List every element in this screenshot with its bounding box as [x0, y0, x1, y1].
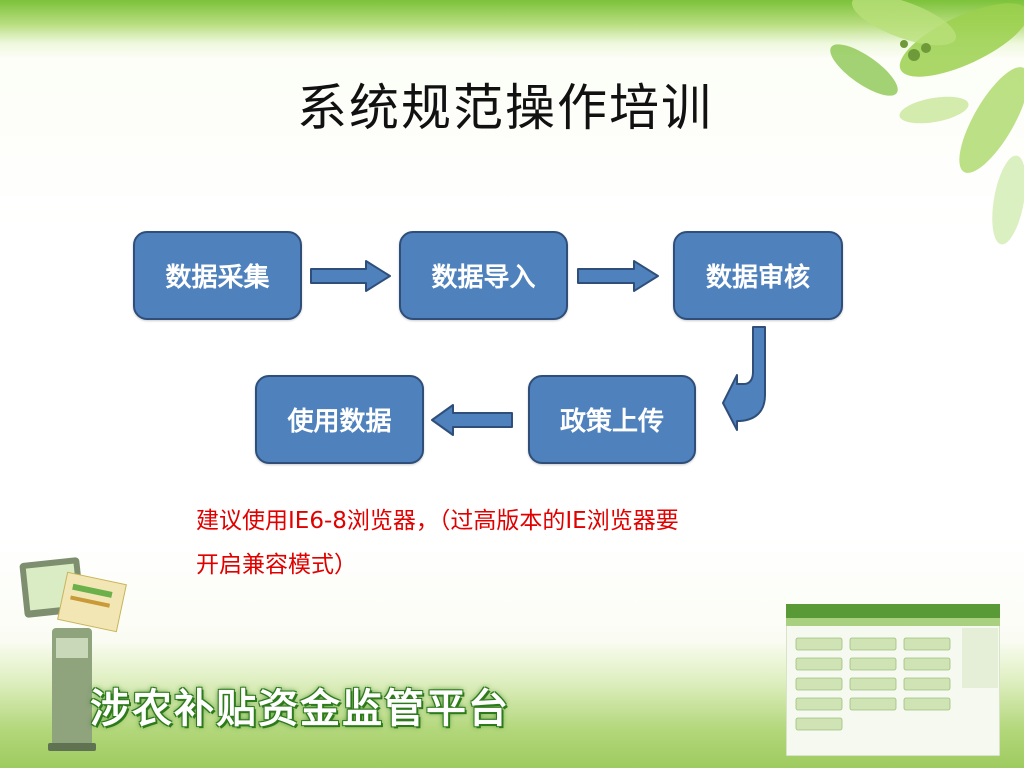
- arrow-import-to-review: [577, 260, 659, 292]
- arrow-collection-to-import: [310, 260, 391, 292]
- platform-name: 涉农补贴资金监管平台: [90, 686, 510, 732]
- arrow-review-to-upload: [722, 326, 766, 431]
- arrow-upload-to-use: [431, 404, 513, 436]
- node-policy-upload: 政策上传: [528, 375, 696, 464]
- node-data-collection: 数据采集: [133, 231, 302, 320]
- kiosk-illustration: [19, 557, 127, 751]
- slide-title: 系统规范操作培训: [297, 79, 713, 137]
- platform-screenshot-thumbnail: [786, 604, 1000, 756]
- browser-note-line2: 开启兼容模式）: [196, 552, 357, 578]
- browser-note: 建议使用IE6-8浏览器，（过高版本的IE浏览器要 开启兼容模式）: [196, 510, 836, 577]
- browser-note-line1: 建议使用IE6-8浏览器，（过高版本的IE浏览器要: [196, 508, 679, 534]
- node-data-import: 数据导入: [399, 231, 568, 320]
- node-use-data: 使用数据: [255, 375, 424, 464]
- node-data-review: 数据审核: [673, 231, 843, 320]
- leaf-decoration: [830, 0, 1024, 245]
